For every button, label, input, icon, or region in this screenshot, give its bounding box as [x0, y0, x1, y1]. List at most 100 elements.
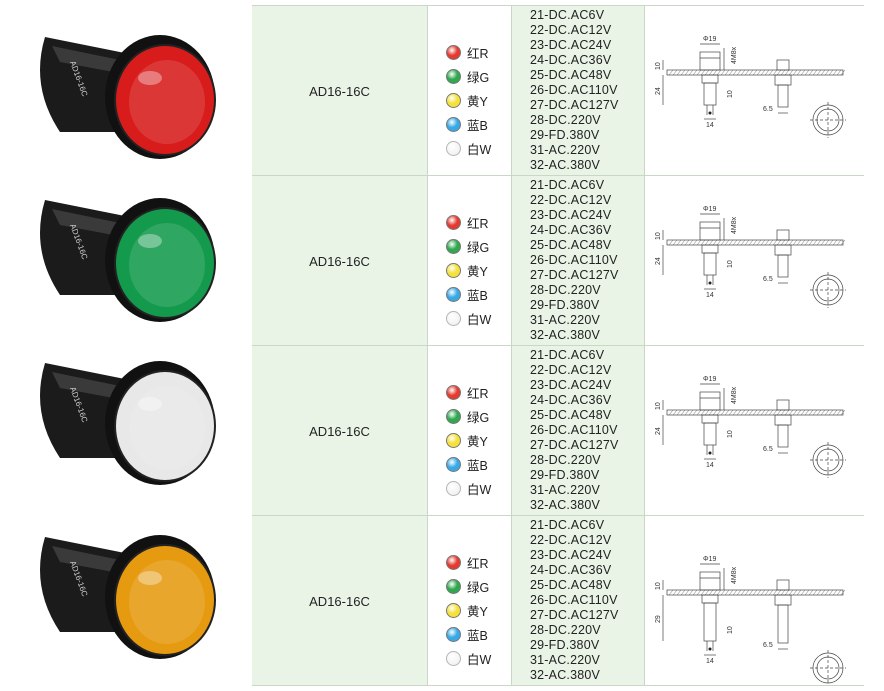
dimension-label: 4M8x [731, 216, 738, 234]
dimension-label: 24 [655, 87, 662, 95]
voltage-option: 27-DC.AC127V [530, 438, 619, 452]
dimension-label: 14 [706, 292, 714, 299]
voltage-option: 22-DC.AC12V [530, 363, 612, 377]
color-dot-icon [446, 578, 461, 594]
model-label: AD16-16C [309, 253, 370, 269]
color-option: 黄Y [446, 88, 491, 112]
voltage-option: 28-DC.220V [530, 113, 601, 127]
voltage-option: 28-DC.220V [530, 623, 601, 637]
voltage-option: 25-DC.AC48V [530, 408, 612, 422]
color-option: 绿G [446, 234, 491, 258]
voltage-option: 21-DC.AC6V [530, 348, 605, 362]
drawing-lines [662, 213, 846, 308]
color-label: 绿G [467, 410, 490, 425]
voltage-option: 32-AC.380V [530, 498, 601, 512]
lamp-photo: AD16-16C [40, 535, 216, 659]
voltage-option: 21-DC.AC6V [530, 518, 605, 532]
color-label: 红R [467, 216, 489, 231]
color-label: 黄Y [467, 264, 488, 279]
dimension-label: 10 [655, 62, 662, 70]
row-divider [252, 515, 864, 516]
color-label: 红R [467, 556, 489, 571]
lamp-photo: AD16-16C [40, 361, 216, 485]
voltage-option: 24-DC.AC36V [530, 223, 612, 237]
color-label: 绿G [467, 580, 490, 595]
color-option: 黄Y [446, 428, 491, 452]
color-option: 黄Y [446, 598, 491, 622]
color-option: 蓝B [446, 452, 491, 476]
voltage-option: 31-AC.220V [530, 313, 601, 327]
color-label: 红R [467, 46, 489, 61]
color-dot-icon [446, 650, 461, 666]
dimension-label: 29 [655, 615, 662, 623]
color-option: 白W [446, 476, 491, 500]
dimension-label: 14 [706, 658, 714, 665]
color-label: 蓝B [467, 288, 488, 303]
dimension-label: Φ19 [703, 556, 716, 563]
color-label: 白W [467, 482, 492, 497]
voltage-option: 31-AC.220V [530, 483, 601, 497]
dimension-label: 14 [706, 462, 714, 469]
color-label: 绿G [467, 240, 490, 255]
dimension-label: 4M8x [731, 566, 738, 584]
voltage-option: 28-DC.220V [530, 453, 601, 467]
color-label: 黄Y [467, 94, 488, 109]
voltage-option: 25-DC.AC48V [530, 238, 612, 252]
dimension-label: 10 [727, 90, 734, 98]
color-dot-icon [446, 480, 461, 496]
dimension-label: 10 [727, 260, 734, 268]
voltage-option: 32-AC.380V [530, 328, 601, 342]
color-dot-icon [446, 384, 461, 400]
dimension-label: Φ19 [703, 376, 716, 383]
color-label: 蓝B [467, 628, 488, 643]
drawing-lines [662, 563, 846, 686]
voltage-option: 27-DC.AC127V [530, 608, 619, 622]
voltage-option: 23-DC.AC24V [530, 378, 612, 392]
dimension-label: 10 [727, 430, 734, 438]
color-option: 白W [446, 306, 491, 330]
color-option: 红R [446, 210, 491, 234]
voltage-option: 22-DC.AC12V [530, 533, 612, 547]
color-dot-icon [446, 602, 461, 618]
drawing-lines [662, 383, 846, 478]
voltage-option: 26-DC.AC110V [530, 83, 618, 97]
dimension-label: 4M8x [731, 46, 738, 64]
dimension-label: 6.5 [763, 106, 773, 113]
dimension-label: 6.5 [763, 446, 773, 453]
voltage-option: 26-DC.AC110V [530, 593, 618, 607]
color-option: 白W [446, 646, 491, 670]
color-dot-icon [446, 44, 461, 60]
row-divider [252, 345, 864, 346]
color-label: 白W [467, 652, 492, 667]
dimension-label: 24 [655, 427, 662, 435]
dimension-label: 4M8x [731, 386, 738, 404]
row-divider [252, 175, 864, 176]
voltage-option: 32-AC.380V [530, 158, 601, 172]
color-label: 黄Y [467, 434, 488, 449]
voltage-option: 21-DC.AC6V [530, 8, 605, 22]
voltage-option: 23-DC.AC24V [530, 548, 612, 562]
lamp-photo: AD16-16C [40, 198, 216, 322]
color-dot-icon [446, 116, 461, 132]
voltage-option: 29-FD.380V [530, 468, 600, 482]
voltage-option: 22-DC.AC12V [530, 23, 612, 37]
color-option: 绿G [446, 404, 491, 428]
voltage-option: 29-FD.380V [530, 298, 600, 312]
voltage-option: 24-DC.AC36V [530, 393, 612, 407]
lamp-photo: AD16-16C [40, 35, 216, 159]
color-label: 蓝B [467, 458, 488, 473]
model-cell: AD16-16C [252, 346, 428, 516]
voltage-option: 25-DC.AC48V [530, 578, 612, 592]
model-cell: AD16-16C [252, 176, 428, 346]
color-cell: 红R 绿G 黄Y 蓝B 白W [428, 176, 512, 346]
